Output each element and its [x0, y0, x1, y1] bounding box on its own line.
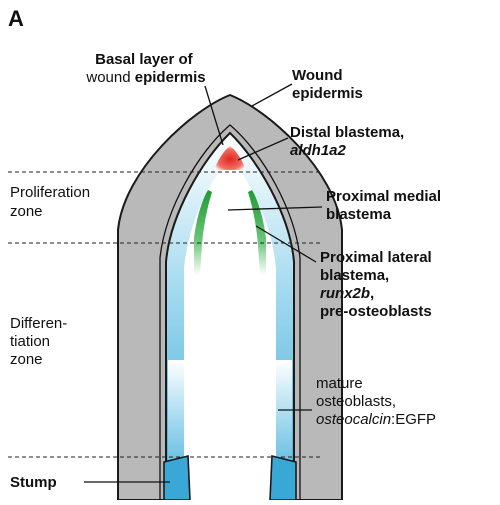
distal-blastema-line1: Distal blastema,	[290, 124, 404, 141]
differentiation-line3: zone	[10, 351, 43, 368]
basal-layer-line2: wound	[85, 69, 134, 86]
proximal-lateral-blastema-left	[194, 190, 212, 275]
leader-basal-layer	[204, 85, 224, 146]
proximal-lateral-line4: pre-osteoblasts	[320, 303, 432, 320]
wound-epidermis-line1: Wound	[292, 67, 343, 84]
leader-distal-blastema	[237, 137, 289, 161]
mature-osteoblasts-line1: mature	[316, 375, 363, 392]
label-distal-blastema: Distal blastema, aldh1a2	[290, 124, 408, 159]
basal-layer-line2-bold: epidermis	[135, 69, 206, 86]
mature-osteoblasts-line3: osteocalcin	[316, 411, 391, 428]
mature-osteoblasts-egfp: :EGFP	[391, 411, 436, 428]
label-stump: Stump	[10, 474, 57, 491]
proliferation-zone-line1: Proliferation	[10, 184, 90, 201]
distal-blastema-line2: aldh1a2	[290, 142, 347, 159]
wound-epidermis-line2: epidermis	[292, 85, 363, 102]
leader-proximal-lateral	[255, 225, 317, 263]
label-basal-layer: Basal layer of wound epidermis	[85, 51, 205, 86]
proximal-lateral-line2: blastema,	[320, 267, 389, 284]
proximal-medial-line1: Proximal medial	[326, 188, 441, 205]
mature-osteoblasts-line2: osteoblasts,	[316, 393, 396, 410]
differentiation-line2: tiation	[10, 333, 50, 350]
label-differentiation-zone: Differen- tiation zone	[10, 315, 71, 368]
basal-layer-line1: Basal layer of	[95, 51, 194, 68]
label-proximal-medial: Proximal medial blastema	[326, 188, 445, 223]
stump-segment-right	[269, 454, 297, 501]
proximal-lateral-line3: runx2b	[320, 285, 370, 302]
proximal-lateral-comma: ,	[370, 285, 374, 302]
label-proliferation-zone: Proliferation zone	[10, 184, 94, 220]
proliferation-zone-line2: zone	[10, 203, 43, 220]
basal-layer-line	[159, 124, 301, 500]
stump-segment-left	[163, 454, 191, 501]
leader-wound-epidermis	[251, 83, 293, 107]
proximal-lateral-line1: Proximal lateral	[320, 249, 432, 266]
differentiation-line1: Differen-	[10, 315, 67, 332]
label-proximal-lateral: Proximal lateral blastema, runx2b, pre-o…	[320, 249, 436, 320]
blastema-core-shape	[184, 160, 276, 500]
panel-letter: A	[8, 6, 24, 31]
proximal-medial-line2: blastema	[326, 206, 392, 223]
label-wound-epidermis: Wound epidermis	[292, 67, 363, 102]
proximal-lateral-blastema-right	[248, 190, 266, 275]
leader-proximal-medial	[227, 206, 323, 211]
distal-blastema-shape	[214, 146, 246, 170]
label-mature-osteoblasts: mature osteoblasts, osteocalcin:EGFP	[316, 375, 436, 428]
